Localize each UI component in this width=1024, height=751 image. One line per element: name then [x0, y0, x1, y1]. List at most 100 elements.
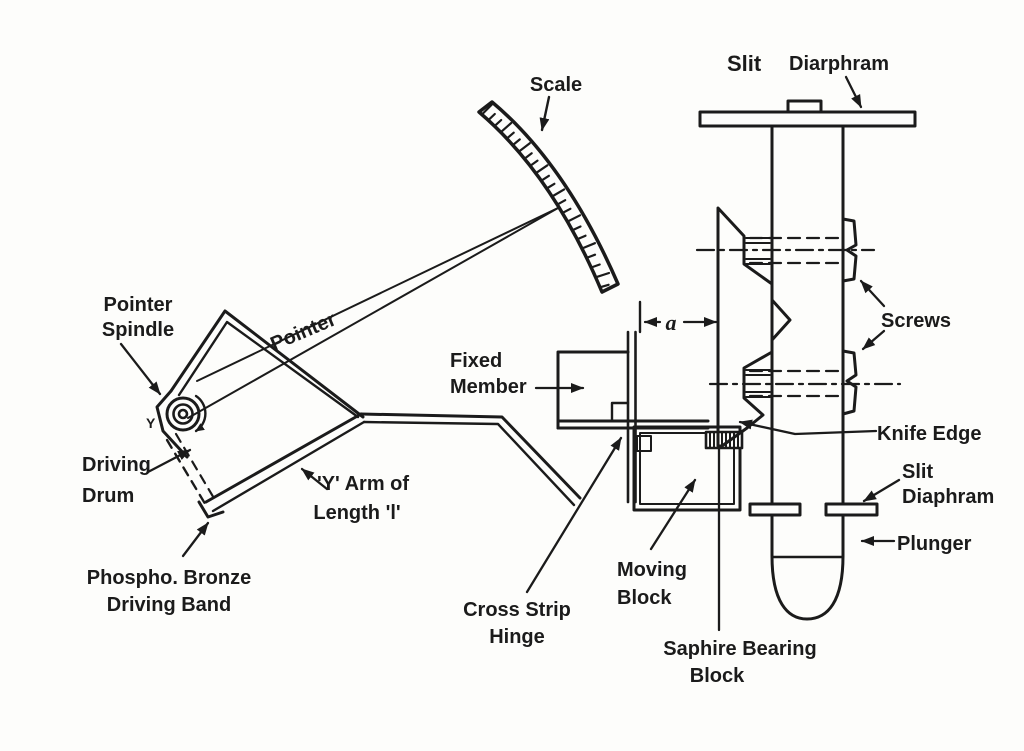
- scale-tick: [529, 159, 539, 167]
- scale-tick: [580, 242, 597, 250]
- cross-strip-hinge-leader: [525, 436, 623, 594]
- scale-tick: [576, 234, 587, 241]
- y-arm-leader: [300, 467, 329, 491]
- scale-tick: [594, 271, 611, 279]
- scale-tick: [550, 188, 566, 198]
- slit-diaphragm-top-label: Diarphram: [789, 53, 889, 75]
- band-corner-piece: [197, 500, 225, 519]
- driving-drum-assembly: [155, 389, 217, 509]
- scale-tick: [556, 199, 567, 206]
- scale-tick: [566, 214, 582, 223]
- pointer-label: Pointer: [267, 308, 339, 355]
- knife-edge-leader: [738, 419, 878, 436]
- y-arm-horizontal-bottom: [362, 420, 576, 507]
- knife-edge-label: Knife Edge: [877, 423, 981, 445]
- slit-diaphragm-right-leader: [862, 478, 901, 503]
- scale-tick: [487, 112, 496, 122]
- screws-leader-upper: [859, 279, 886, 308]
- moving-block-label-2: Block: [617, 587, 672, 609]
- moving-block-label-1: Moving: [617, 559, 687, 581]
- scale-leader-arrow: [539, 95, 551, 132]
- scale-label: Scale: [530, 74, 582, 96]
- moving-block-outer: [632, 425, 742, 512]
- scale-tick: [523, 152, 533, 160]
- moving-block-inner: [639, 432, 735, 505]
- fixed-member-label-2: Member: [450, 376, 527, 398]
- scale-tick: [505, 131, 515, 140]
- y-arm-label-1: 'Y' Arm of: [317, 473, 409, 495]
- y-arm-assembly: [169, 309, 582, 519]
- hinge-block-assembly: [556, 330, 744, 512]
- y-arm-label-2: Length 'l': [313, 502, 400, 524]
- pointer-frame-outer: [169, 309, 365, 419]
- slit-bar-right: [824, 502, 879, 517]
- slit-diaphragm-top-leader: [844, 75, 863, 109]
- leader-lines: [119, 75, 901, 632]
- moving-block-notch: [636, 435, 652, 452]
- pointer-needle-lower-line: [187, 207, 559, 419]
- scale-tick: [545, 182, 556, 190]
- drum-middle-circle: [172, 403, 194, 425]
- top-plate: [698, 110, 917, 128]
- pointer-spindle-label-2: Spindle: [102, 319, 174, 341]
- scale-tick: [517, 142, 531, 153]
- pointer-spindle-label-1: Pointer: [104, 294, 173, 316]
- plunger-assembly: [698, 99, 917, 621]
- scale-ticks: [480, 103, 611, 289]
- pointer-frame-inner: [177, 320, 360, 419]
- dimension-a: [638, 300, 718, 334]
- fixed-member-outline: [556, 350, 630, 430]
- scale-tick: [493, 118, 503, 128]
- scale-assembly: [477, 95, 620, 294]
- scale-tick: [561, 207, 572, 215]
- plunger-label: Plunger: [897, 533, 972, 555]
- y-arm-lower-inner: [211, 420, 366, 513]
- scale-tick: [571, 225, 582, 232]
- plunger-tip: [770, 554, 845, 621]
- driving-band-dashed-2: [174, 432, 217, 502]
- pointer-needle-upper-line: [196, 207, 559, 382]
- drum-outer-circle: [165, 396, 201, 432]
- dimension-a-label: a: [666, 310, 677, 335]
- driving-drum-label-2: Drum: [82, 485, 134, 507]
- scale-tick: [540, 174, 551, 182]
- scale-tick: [590, 263, 601, 269]
- drum-bracket: [155, 389, 189, 459]
- phosphor-band-label-1: Phospho. Bronze: [87, 567, 251, 589]
- screw-head-lower: [841, 349, 858, 416]
- construction-lines: [695, 236, 902, 398]
- fixed-member-label-1: Fixed: [450, 350, 502, 372]
- scale-band: [477, 100, 620, 294]
- scale-tick: [598, 283, 610, 289]
- y-marker-label: Y: [146, 415, 156, 431]
- pointer-spindle-leader: [119, 342, 162, 396]
- drum-band-arc: [194, 394, 207, 433]
- cross-strip-hinge-label-2: Hinge: [489, 626, 545, 648]
- slit-diaphragm-right-label-2: Diaphram: [902, 486, 994, 508]
- scale-tick: [499, 121, 513, 134]
- moving-block-leader: [649, 478, 697, 551]
- fixed-member-notch: [610, 401, 630, 423]
- drum-hub-circle: [177, 408, 189, 420]
- screws-leader-lower: [861, 329, 886, 351]
- y-arm-horizontal-top: [359, 412, 582, 500]
- scale-tick: [511, 138, 521, 147]
- screw-shaft-lines: [745, 237, 771, 398]
- slit-bar-left: [748, 502, 802, 517]
- y-arm-lower-outer: [204, 412, 363, 504]
- phosphor-band-label-2: Driving Band: [107, 594, 231, 616]
- slit-diaphragm-top-label-bold: Slit: [727, 51, 762, 76]
- sapphire-block-label-1: Saphire Bearing: [663, 638, 816, 660]
- scale-tick: [534, 164, 549, 175]
- scale-tick: [585, 253, 597, 259]
- driving-drum-leader: [146, 448, 192, 474]
- scale-tick: [480, 103, 493, 116]
- screws-label: Screws: [881, 310, 951, 332]
- slit-diaphragm-right-label-1: Slit: [902, 461, 933, 483]
- phosphor-band-leader: [181, 521, 210, 558]
- sapphire-block-label-2: Block: [690, 665, 745, 687]
- cross-strip-hinge-label-1: Cross Strip: [463, 599, 571, 621]
- driving-drum-label-1: Driving: [82, 454, 151, 476]
